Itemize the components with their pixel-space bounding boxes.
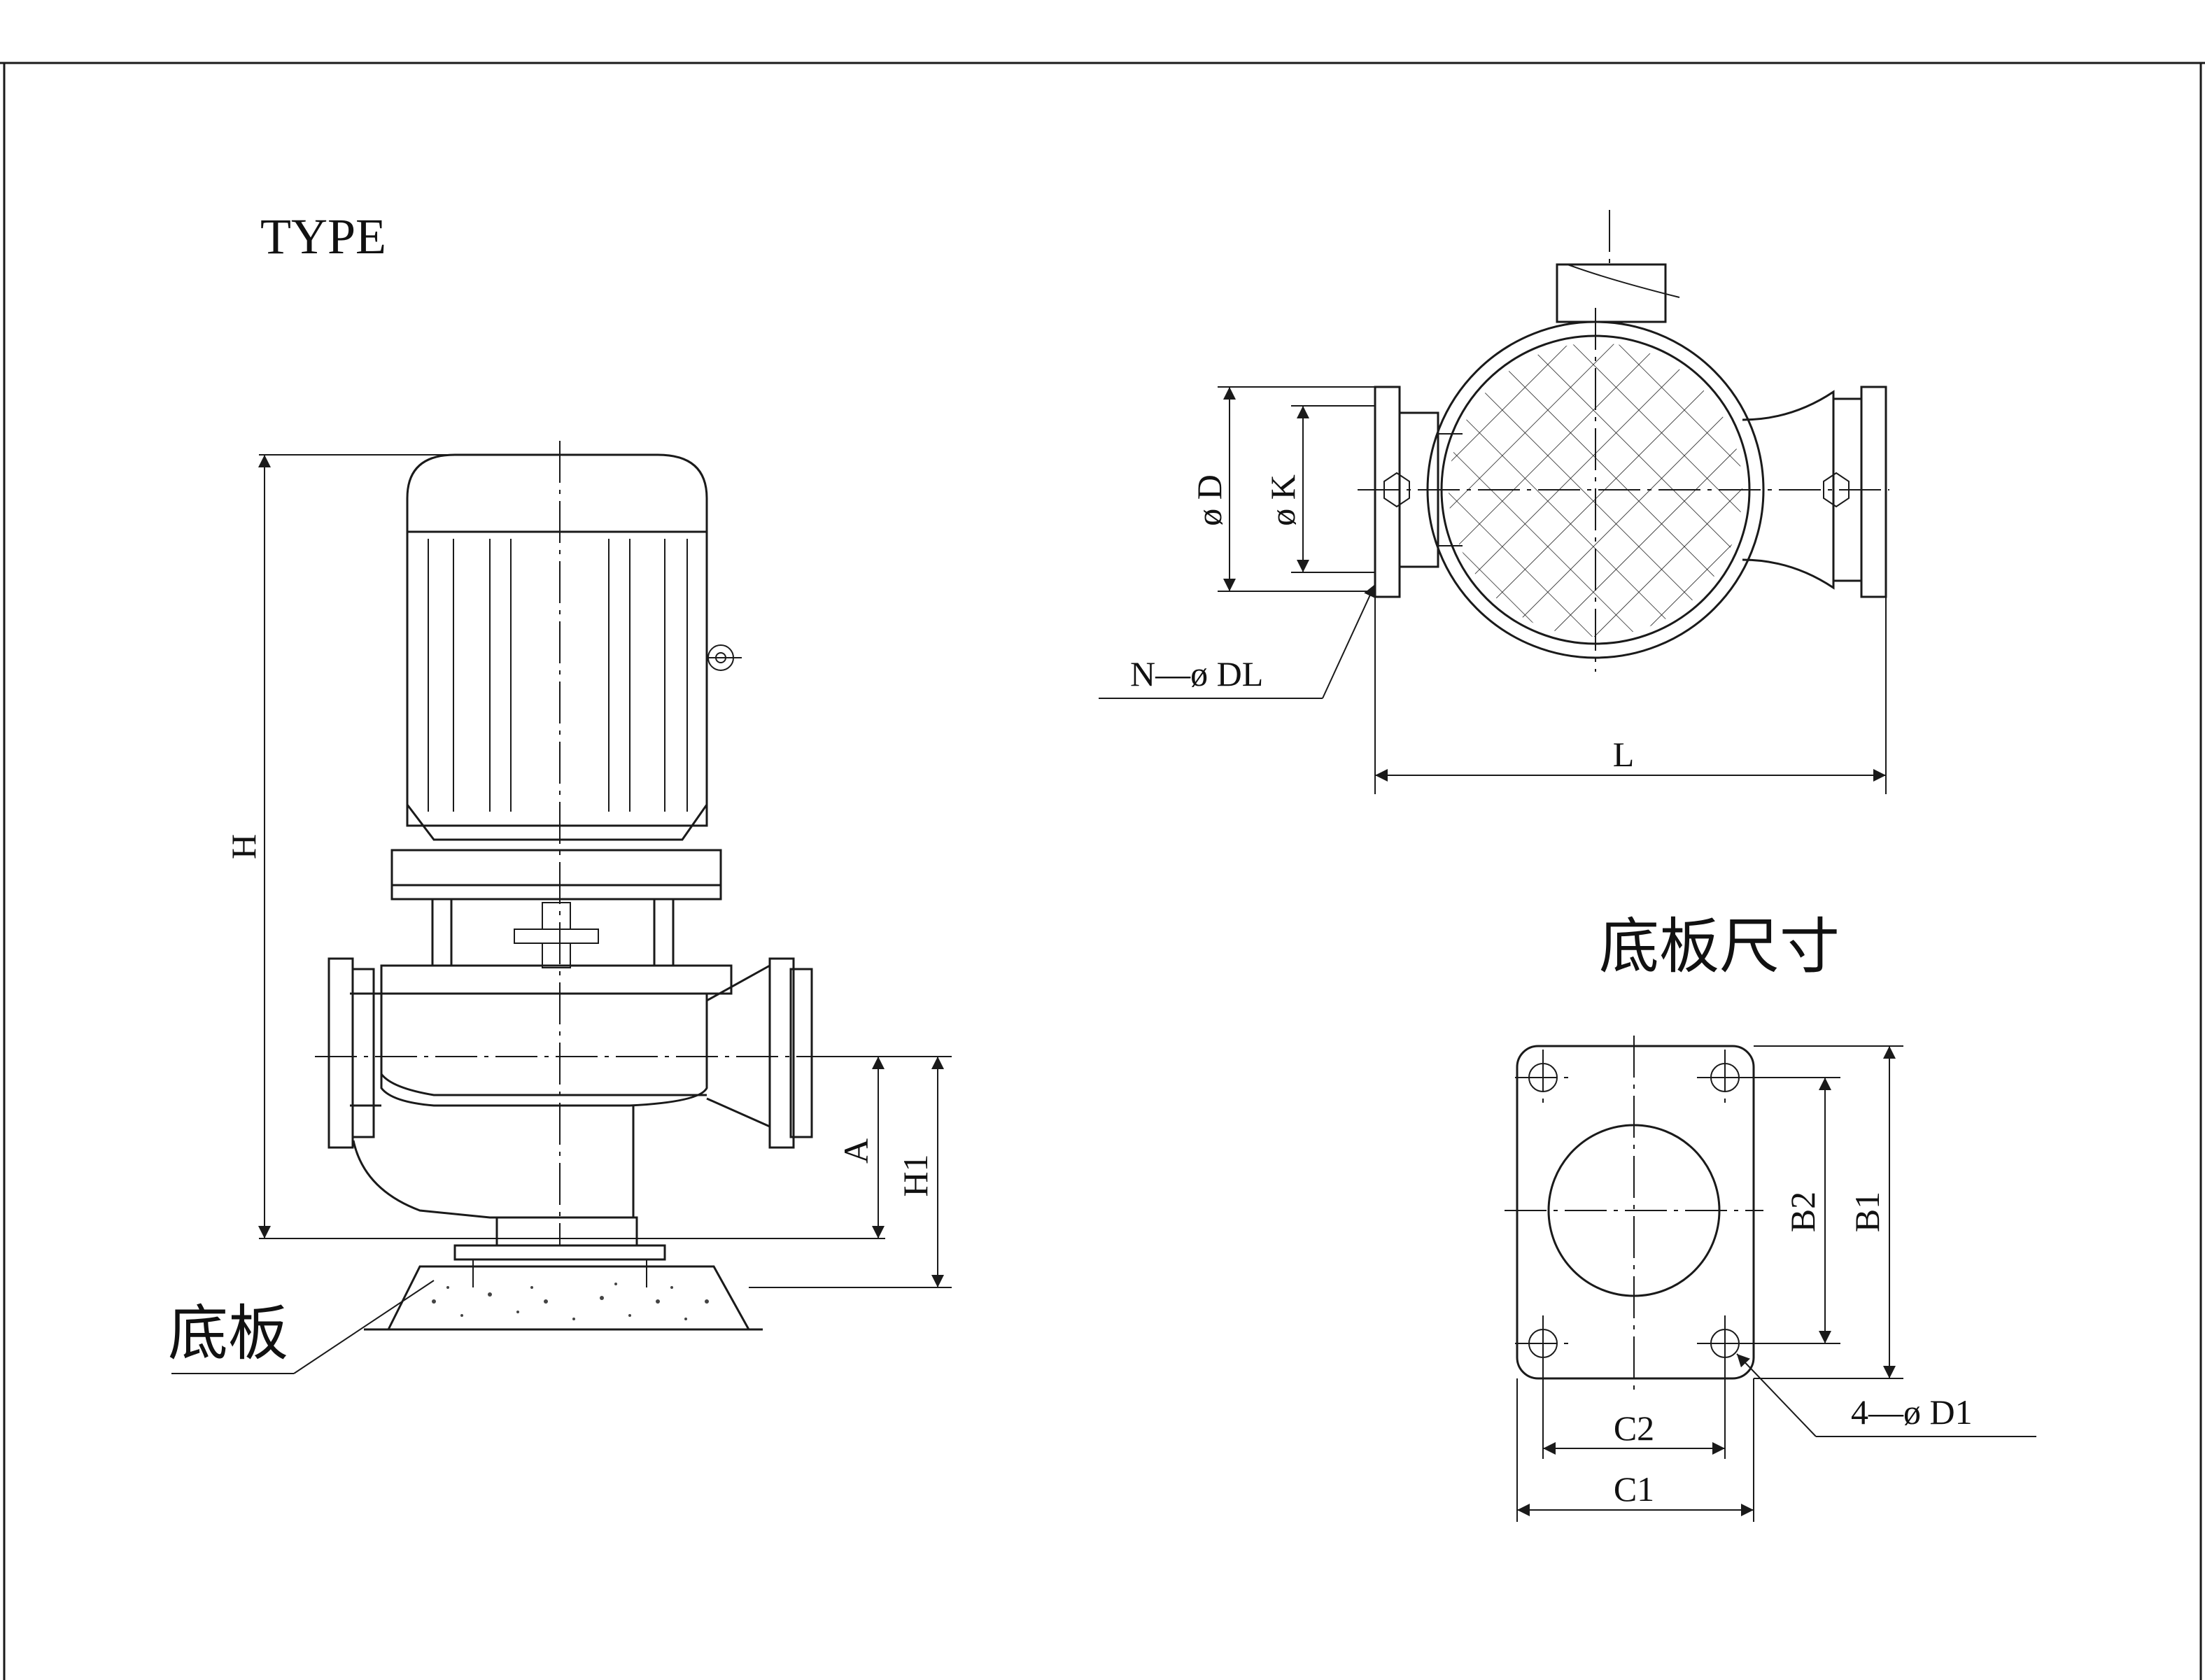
dim-total-height-H1: H1 [896, 1154, 935, 1197]
dim-length-L: L [1613, 735, 1635, 774]
plan-dimensions: ø D ø K N—ø DL L [1099, 386, 1887, 794]
dim-bolt-circle: ø K [1263, 474, 1302, 526]
concrete-speckle [432, 1283, 709, 1320]
baseplate-view [1505, 1036, 1763, 1392]
dim-hole-pitch-B2: B2 [1783, 1192, 1822, 1232]
drawing-frame [0, 62, 2205, 1680]
pump-elevation-view [315, 441, 826, 1331]
dim-height-H: H [224, 834, 263, 859]
elevation-dimensions: H A H1 底板 [168, 454, 952, 1374]
dim-hole-pitch-C2: C2 [1614, 1409, 1654, 1448]
dim-outer-depth-B1: B1 [1847, 1192, 1887, 1232]
dim-holes-4-D1: 4—ø D1 [1851, 1392, 1973, 1432]
dim-bolt-holes: N—ø DL [1130, 654, 1263, 693]
dim-outer-width-C1: C1 [1614, 1469, 1654, 1509]
base-label: 底板 [168, 1299, 288, 1369]
drawing-title: TYPE [260, 209, 386, 264]
baseplate-title: 底板尺寸 [1599, 912, 1840, 982]
baseplate-dimensions: B1 B2 C2 C1 4—ø D1 [1516, 1045, 2036, 1522]
dim-inlet-height-A: A [836, 1138, 875, 1164]
dim-flange-od: ø D [1190, 474, 1229, 526]
pump-plan-view [1358, 210, 1889, 672]
